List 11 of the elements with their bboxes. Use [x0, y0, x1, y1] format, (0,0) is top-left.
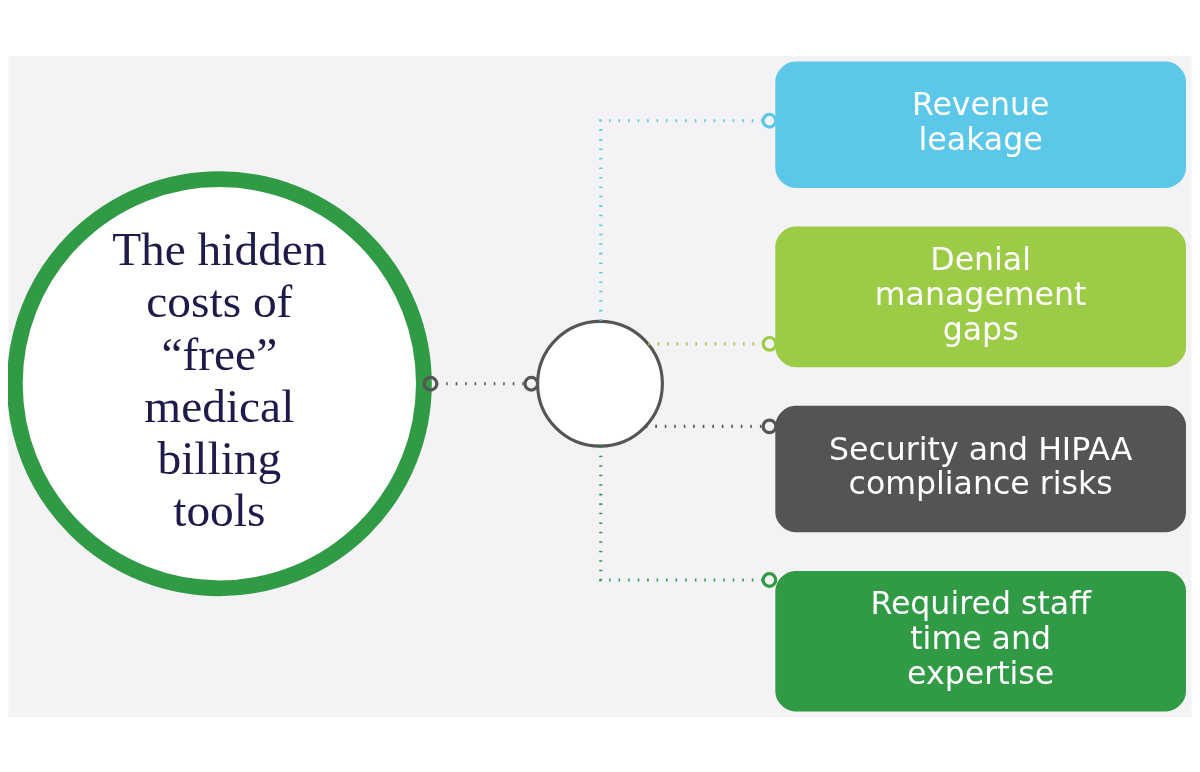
connector — [599, 112, 778, 321]
node-box: Revenue leakage — [775, 61, 1186, 188]
node-circle — [536, 319, 664, 448]
connector — [422, 375, 540, 392]
node-circle: The hidden costs of “free” medical billing tools — [8, 170, 432, 596]
connector — [599, 445, 778, 588]
connector — [645, 418, 778, 434]
node-box: Required staff time and expertise — [775, 570, 1186, 711]
node-box: Denial management gaps — [775, 226, 1186, 367]
node-box: Security and HIPAA compliance risks — [775, 405, 1186, 532]
connector — [648, 335, 778, 352]
